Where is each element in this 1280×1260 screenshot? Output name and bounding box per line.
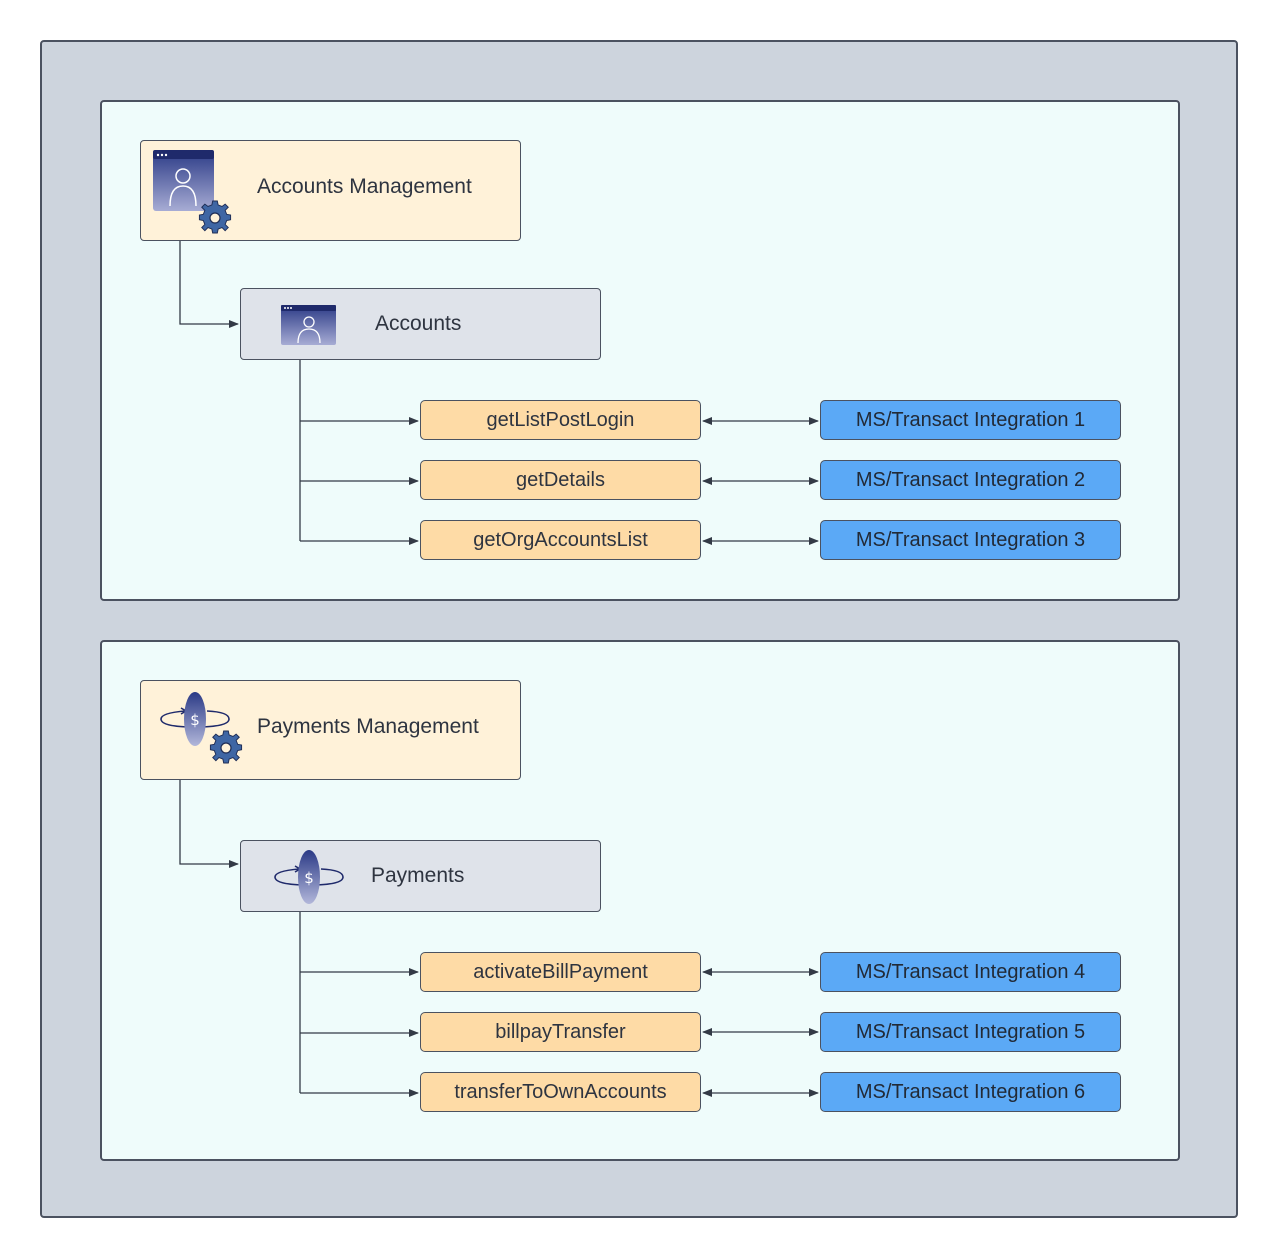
payments-service-node[interactable]: $ Payments (240, 840, 601, 912)
integration-node[interactable]: MS/Transact Integration 2 (820, 460, 1121, 500)
operation-node[interactable]: activateBillPayment (420, 952, 701, 992)
dollar-coin-gear-icon: $ (160, 692, 243, 764)
operation-node[interactable]: getDetails (420, 460, 701, 500)
connector-management-to-payments (179, 780, 239, 868)
integration-node[interactable]: MS/Transact Integration 4 (820, 952, 1121, 992)
user-window-gear-icon (153, 150, 232, 234)
integration-node[interactable]: MS/Transact Integration 6 (820, 1072, 1121, 1112)
operation-node[interactable]: getListPostLogin (420, 400, 701, 440)
user-window-icon (281, 305, 336, 345)
accounts-service-node[interactable]: Accounts (240, 288, 601, 360)
integration-node[interactable]: MS/Transact Integration 3 (820, 520, 1121, 560)
connector-management-to-accounts (179, 241, 239, 328)
integration-node[interactable]: MS/Transact Integration 1 (820, 400, 1121, 440)
payments-service-title: Payments (371, 864, 465, 887)
svg-text:$: $ (190, 711, 200, 729)
dollar-coin-icon: $ (274, 850, 344, 904)
accounts-management-title: Accounts Management (257, 175, 472, 198)
integration-node[interactable]: MS/Transact Integration 5 (820, 1012, 1121, 1052)
svg-text:$: $ (304, 869, 314, 887)
accounts-management-node[interactable]: Accounts Management (140, 140, 521, 241)
operation-node[interactable]: billpayTransfer (420, 1012, 701, 1052)
payments-management-node[interactable]: $ Payments Management (140, 680, 521, 780)
operation-node[interactable]: getOrgAccountsList (420, 520, 701, 560)
payments-management-title: Payments Management (257, 715, 479, 738)
operation-node[interactable]: transferToOwnAccounts (420, 1072, 701, 1112)
accounts-service-title: Accounts (375, 312, 462, 335)
